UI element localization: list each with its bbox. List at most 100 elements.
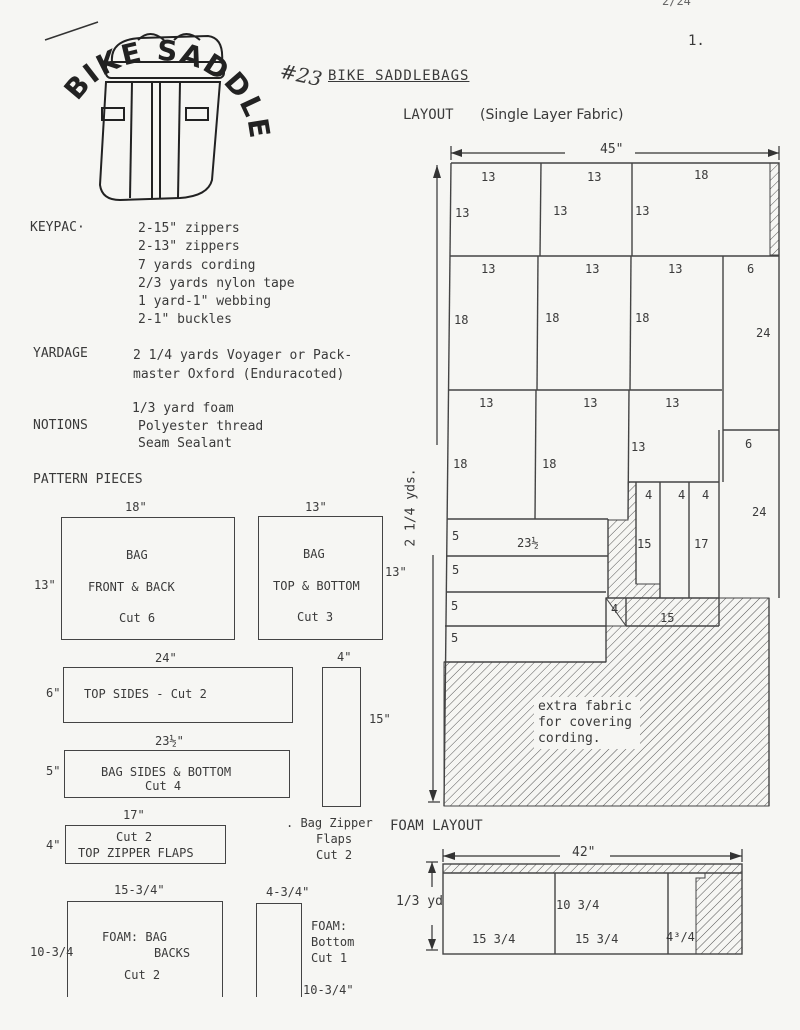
layout-note: (Single Layer Fabric) bbox=[480, 107, 624, 123]
yardage-text: 2 1/4 yards Voyager or Pack- master Oxfo… bbox=[133, 346, 352, 384]
cell-label: 15 3/4 bbox=[575, 932, 619, 946]
cell-label: 13 bbox=[585, 262, 600, 276]
foam-layout-title: FOAM LAYOUT bbox=[390, 818, 483, 834]
list-item: 1/3 yard foam bbox=[132, 401, 234, 416]
cell-label: 13 bbox=[481, 170, 496, 184]
cell-label: 23½ bbox=[517, 536, 539, 550]
dimension-label: 24" bbox=[155, 651, 177, 665]
dimension-label: 6" bbox=[46, 686, 61, 700]
piece-label: TOP & BOTTOM bbox=[273, 579, 360, 593]
cell-label: 13 bbox=[635, 204, 650, 218]
pattern-bag-top-bottom: BAG TOP & BOTTOM Cut 3 bbox=[258, 516, 383, 640]
keypac-list: 2-15" zippers 2-13" zippers 7 yards cord… bbox=[138, 220, 295, 330]
cell-label: 24 bbox=[756, 326, 771, 340]
pattern-bag-sides-bottom: BAG SIDES & BOTTOM Cut 4 bbox=[64, 750, 290, 798]
dimension-label: 13" bbox=[34, 578, 56, 592]
list-item: 2-1" buckles bbox=[138, 312, 232, 328]
piece-label: Cut 2 bbox=[124, 968, 161, 982]
cell-label: 6 bbox=[745, 437, 753, 451]
piece-label: Cut 4 bbox=[145, 779, 182, 793]
cell-label: 5 bbox=[451, 631, 459, 645]
dimension-label: 10-3/4 bbox=[30, 945, 74, 959]
piece-label: Flaps bbox=[316, 832, 353, 846]
piece-label: FOAM: BAG bbox=[102, 930, 168, 944]
cell-label: 4³/4 bbox=[666, 930, 695, 944]
corner-note: 2/24 bbox=[662, 0, 691, 8]
cell-label: 5 bbox=[451, 599, 459, 613]
notions-list: 1/3 yard foam Polyester thread Seam Seal… bbox=[132, 400, 263, 453]
foam-height-label: 1/3 yd bbox=[396, 894, 443, 909]
cell-label: 18 bbox=[635, 311, 650, 325]
page-number: 1. bbox=[688, 33, 705, 49]
dimension-label: 23½" bbox=[155, 734, 184, 748]
cell-label: 13 bbox=[455, 206, 470, 220]
dimension-label: 13" bbox=[305, 500, 327, 514]
cell-label: 13 bbox=[587, 170, 602, 184]
piece-label: BAG bbox=[303, 547, 325, 561]
dimension-label: 5" bbox=[46, 764, 61, 778]
list-item: 2-15" zippers bbox=[138, 221, 240, 236]
cell-label: 18 bbox=[694, 168, 709, 182]
cell-label: 4 bbox=[702, 488, 710, 502]
dimension-label: 4" bbox=[46, 838, 61, 852]
pattern-zipper-flap-strip bbox=[322, 667, 361, 807]
piece-label: Cut 1 bbox=[311, 951, 348, 965]
dimension-label: 15-3/4" bbox=[114, 883, 165, 897]
dimension-label: 4-3/4" bbox=[266, 885, 310, 899]
cell-label: 6 bbox=[747, 262, 755, 276]
piece-label: Cut 3 bbox=[297, 610, 334, 624]
cell-label: 5 bbox=[452, 563, 460, 577]
cell-label: 4 bbox=[678, 488, 686, 502]
cell-label: 17 bbox=[694, 537, 709, 551]
list-item: 2/3 yards nylon tape bbox=[138, 275, 295, 291]
foam-width-label: 42" bbox=[568, 845, 600, 860]
list-item: Polyester thread bbox=[138, 418, 264, 434]
dimension-label: 13" bbox=[385, 565, 407, 579]
piece-label: BAG SIDES & BOTTOM bbox=[101, 765, 232, 779]
cell-label: 13 bbox=[553, 204, 568, 218]
cell-label: 13 bbox=[583, 396, 598, 410]
extra-fabric-note: extra fabric for covering cording. bbox=[534, 697, 640, 749]
yardage-line: 2 1/4 yards Voyager or Pack- bbox=[133, 348, 353, 363]
dimension-label: 18" bbox=[125, 500, 147, 514]
cell-label: 15 bbox=[637, 537, 652, 551]
layout-title: LAYOUT bbox=[403, 107, 454, 123]
yardage-line: master Oxford (Enduracoted) bbox=[133, 367, 345, 382]
note-line: for covering bbox=[538, 715, 632, 730]
piece-label: FRONT & BACK bbox=[88, 580, 175, 594]
cell-label: 10 3/4 bbox=[556, 898, 600, 912]
piece-label: . Bag Zipper bbox=[286, 816, 373, 830]
keypac-label: KEYPAC· bbox=[30, 220, 85, 235]
list-item: 7 yards cording bbox=[138, 257, 256, 273]
note-line: cording. bbox=[538, 731, 601, 746]
cell-label: 18 bbox=[542, 457, 557, 471]
pattern-pieces-heading: PATTERN PIECES bbox=[33, 472, 143, 487]
cell-label: 13 bbox=[631, 440, 646, 454]
bike-saddle-bags-logo: BIKE SADDLE BAGS bbox=[28, 0, 330, 205]
fabric-width-label: 45" bbox=[596, 142, 628, 157]
pattern-foam-bag-backs: FOAM: BAG BACKS Cut 2 bbox=[67, 901, 223, 997]
yardage-label: YARDAGE bbox=[33, 346, 88, 361]
cell-label: 24 bbox=[752, 505, 767, 519]
cell-label: 18 bbox=[453, 457, 468, 471]
piece-label: TOP SIDES - Cut 2 bbox=[84, 687, 207, 701]
note-line: extra fabric bbox=[538, 699, 632, 714]
cell-label: 4 bbox=[645, 488, 653, 502]
pattern-foam-bottom bbox=[256, 903, 302, 997]
cell-label: 15 3/4 bbox=[472, 932, 516, 946]
piece-label: Bottom bbox=[311, 935, 355, 949]
cell-label: 18 bbox=[454, 313, 469, 327]
logo-art: BIKE SADDLE BAGS bbox=[28, 0, 275, 202]
cell-label: 13 bbox=[668, 262, 683, 276]
piece-label: Cut 2 bbox=[316, 848, 353, 862]
piece-label: BAG bbox=[126, 548, 148, 562]
cell-label: 4 bbox=[611, 602, 619, 616]
cell-label: 13 bbox=[479, 396, 494, 410]
cell-label: 15 bbox=[660, 611, 675, 625]
pattern-top-zipper-flaps: Cut 2 TOP ZIPPER FLAPS bbox=[65, 825, 226, 864]
cell-label: 13 bbox=[481, 262, 496, 276]
piece-label: Cut 2 bbox=[116, 830, 153, 844]
cell-label: 5 bbox=[452, 529, 460, 543]
pattern-bag-front-back: BAG FRONT & BACK Cut 6 bbox=[61, 517, 235, 640]
